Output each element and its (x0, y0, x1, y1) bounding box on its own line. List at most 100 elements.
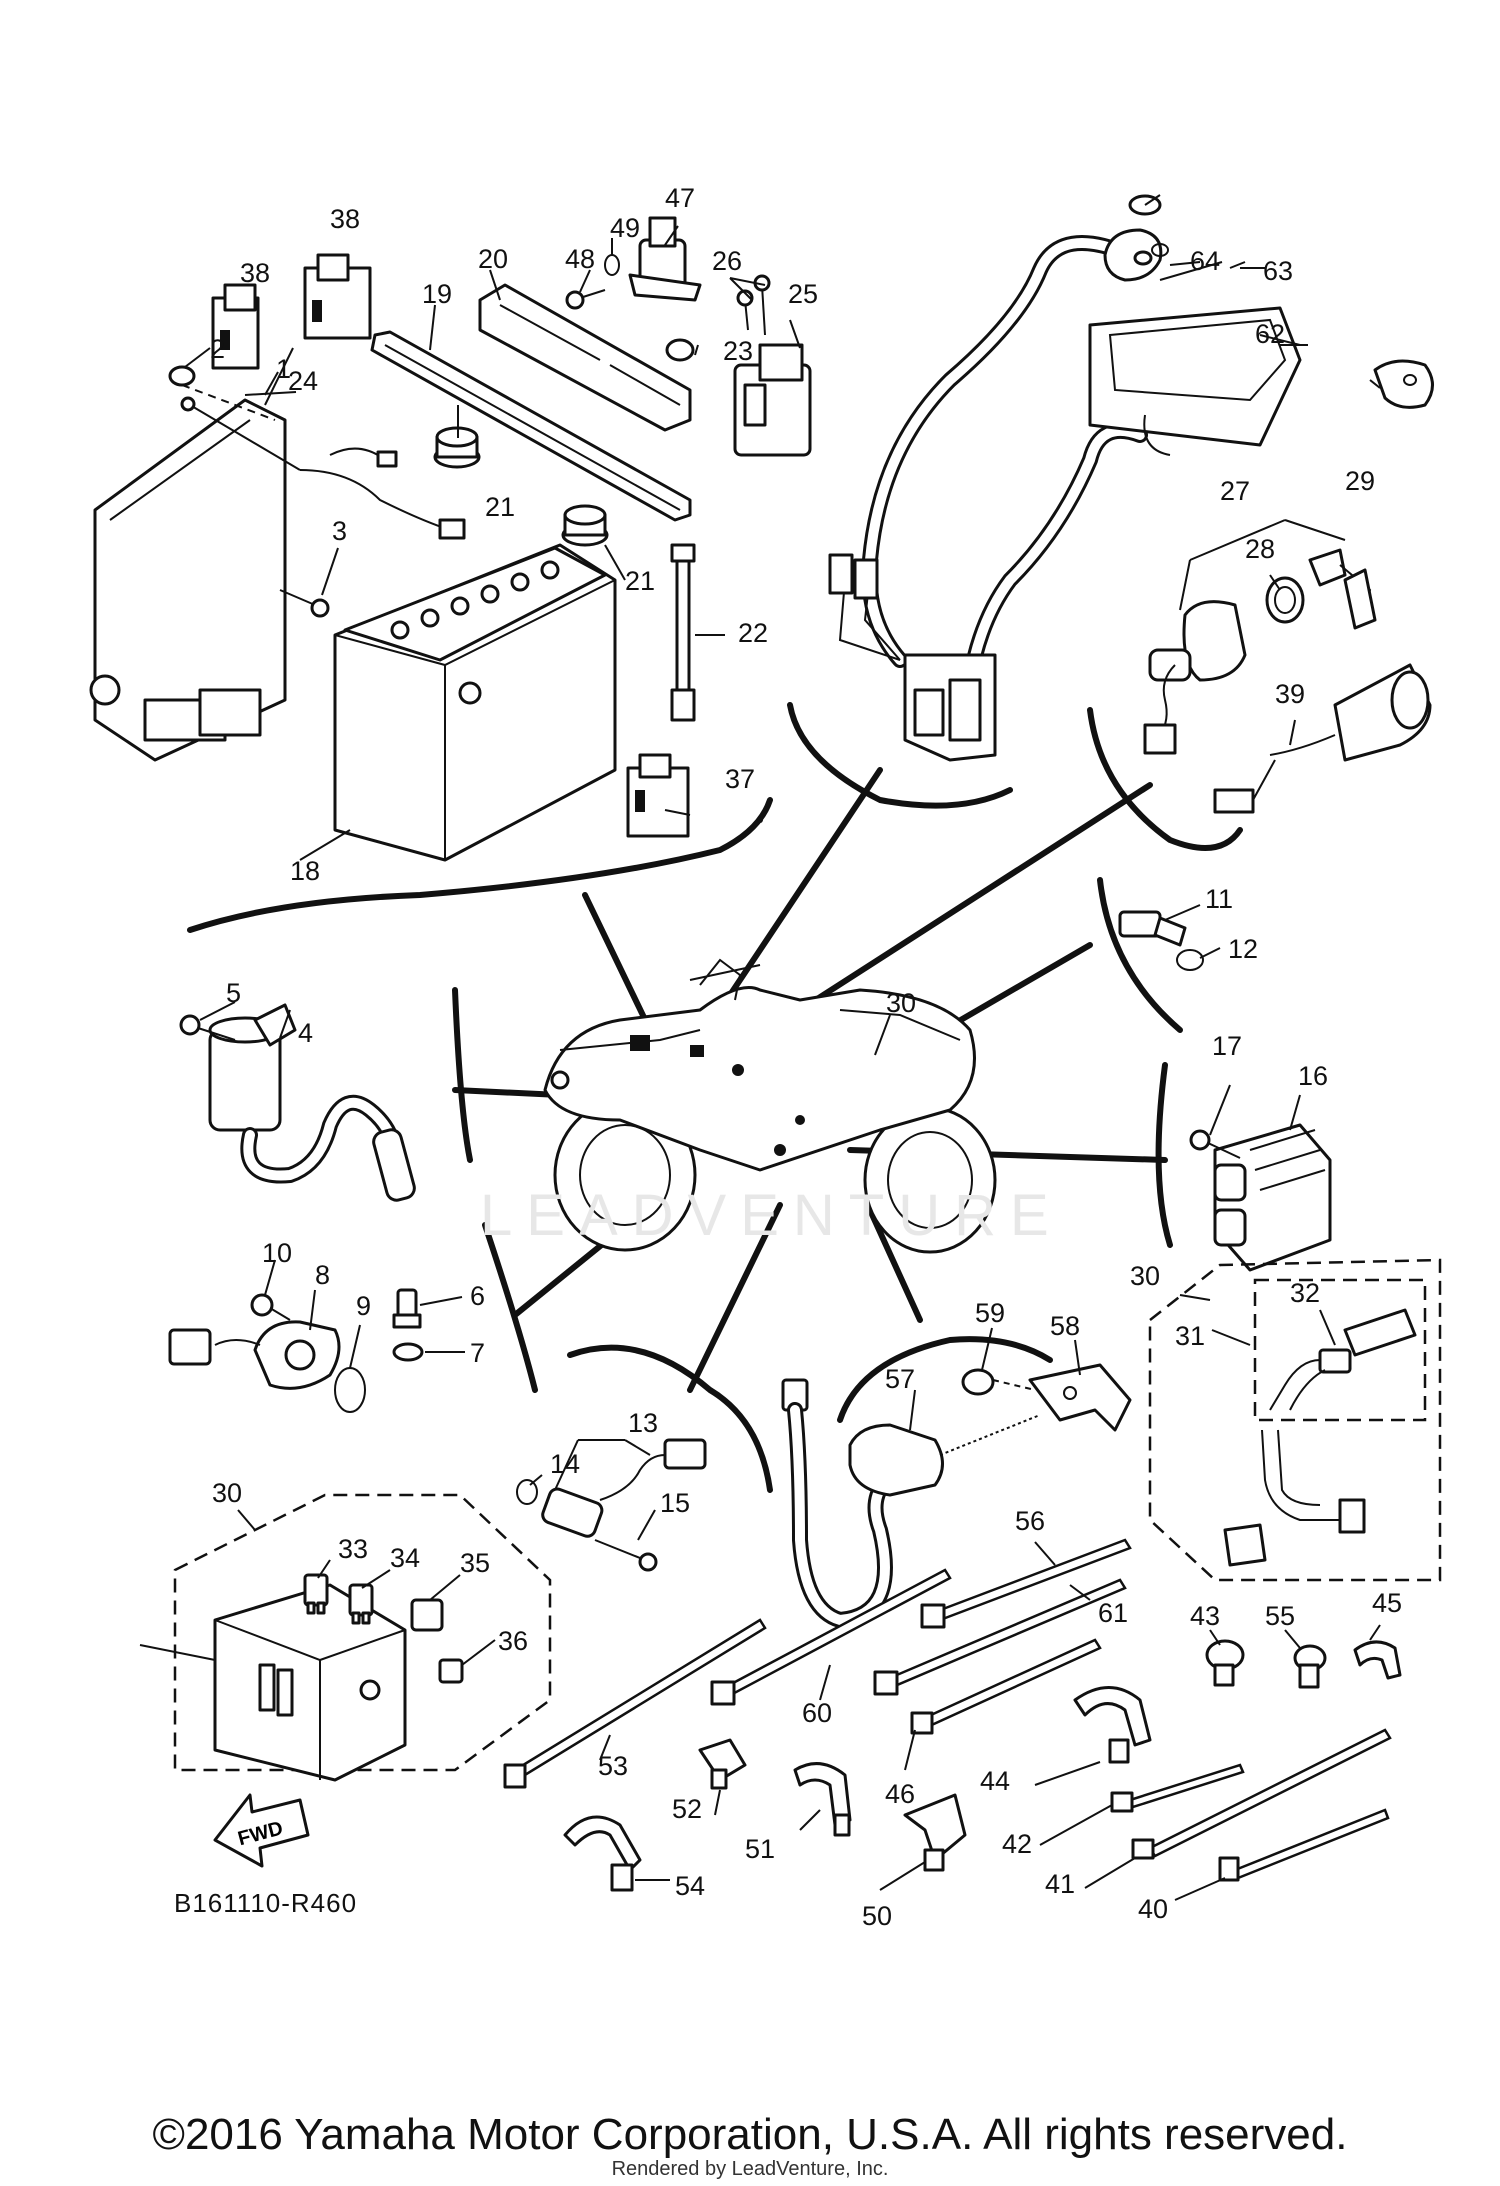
label-23: 23 (723, 336, 753, 366)
label-64: 64 (1190, 246, 1220, 276)
label-46: 46 (885, 1779, 915, 1809)
harness-57 (781, 1378, 1041, 1629)
damper-21b (561, 504, 609, 547)
label-20: 20 (478, 244, 508, 274)
sensor-11 (1118, 910, 1187, 947)
key-29a (1373, 359, 1434, 409)
label-22: 22 (738, 618, 768, 648)
clamp-54 (563, 1815, 642, 1892)
grommet-2 (168, 365, 276, 421)
label-30-right: 30 (1130, 1261, 1160, 1291)
rendered-by-notice: Rendered by LeadVenture, Inc. (611, 2158, 889, 2180)
label-49: 49 (610, 213, 640, 243)
speed-sensor-13 (541, 1438, 707, 1538)
ignition-coil-4 (208, 1003, 416, 1202)
nut-28 (1265, 576, 1305, 624)
rectifier-16 (1213, 1123, 1332, 1272)
label-38-left: 38 (240, 258, 270, 288)
starter-relay-25 (733, 343, 812, 457)
label-51: 51 (745, 1834, 775, 1864)
bolts-26 (736, 274, 771, 336)
label-10: 10 (262, 1238, 292, 1268)
label-39: 39 (1275, 679, 1305, 709)
oring-49 (604, 254, 620, 276)
socket-39 (1213, 663, 1432, 814)
label-4: 4 (298, 1018, 313, 1048)
switch-6 (392, 1288, 422, 1329)
label-48: 48 (565, 244, 595, 274)
tie-53 (503, 1618, 767, 1789)
relay-37 (626, 753, 690, 838)
relay-38b (303, 253, 372, 340)
screw-10 (250, 1293, 291, 1321)
clamp-51 (793, 1762, 852, 1837)
tie-41 (1131, 1728, 1392, 1860)
label-12: 12 (1228, 934, 1258, 964)
sensor-47 (628, 216, 702, 302)
fuse-34 (348, 1583, 374, 1625)
label-29: 29 (1345, 466, 1375, 496)
label-14: 14 (550, 1449, 580, 1479)
label-21a: 21 (485, 492, 515, 522)
fwd-arrow (213, 1793, 310, 1868)
label-16: 16 (1298, 1061, 1328, 1091)
label-5: 5 (226, 978, 241, 1008)
label-61: 61 (1098, 1598, 1128, 1628)
label-50: 50 (862, 1901, 892, 1931)
label-11: 11 (1205, 884, 1233, 914)
tie-40 (1218, 1808, 1390, 1882)
clamp-55 (1293, 1644, 1327, 1689)
label-53: 53 (598, 1751, 628, 1781)
clamp-44 (1073, 1686, 1152, 1764)
label-15: 15 (660, 1488, 690, 1518)
label-24: 24 (288, 366, 318, 396)
gasket-7 (392, 1342, 424, 1362)
label-60: 60 (802, 1698, 832, 1728)
label-43: 43 (1190, 1601, 1220, 1631)
nut-23 (665, 338, 695, 362)
label-8: 8 (315, 1260, 330, 1290)
label-6: 6 (470, 1281, 485, 1311)
label-57: 57 (885, 1364, 915, 1394)
tie-61 (873, 1578, 1127, 1696)
label-17: 17 (1212, 1031, 1242, 1061)
label-21b: 21 (625, 566, 655, 596)
meter-62 (1088, 306, 1302, 456)
label-63: 63 (1263, 256, 1293, 286)
tie-60 (710, 1568, 952, 1706)
bolt-5 (179, 1014, 236, 1041)
bracket-58 (1028, 1363, 1132, 1432)
battery-cover-20 (478, 283, 692, 432)
label-13: 13 (628, 1408, 658, 1438)
tie-46 (910, 1638, 1102, 1735)
wire-harness-main (828, 235, 1148, 762)
label-18: 18 (290, 856, 320, 886)
harness-group-30-right (1148, 1258, 1442, 1582)
main-switch-27 (1143, 600, 1247, 755)
label-41: 41 (1045, 1869, 1075, 1899)
leader-lines (184, 194, 1381, 1901)
oring-9 (334, 1367, 366, 1413)
fuse-box-group-30 (139, 1493, 552, 1782)
oring-14 (516, 1479, 538, 1505)
label-47: 47 (665, 183, 695, 213)
fuse-36 (438, 1658, 464, 1684)
copyright-notice: ©2016 Yamaha Motor Corporation, U.S.A. A… (152, 2110, 1348, 2159)
nut-59 (961, 1368, 1036, 1396)
label-42: 42 (1002, 1829, 1032, 1859)
label-19: 19 (422, 279, 452, 309)
battery-18 (333, 543, 617, 862)
tie-42 (1110, 1763, 1245, 1813)
label-28: 28 (1245, 534, 1275, 564)
diagram-code: B161110-R460 (174, 1888, 358, 1918)
label-34: 34 (390, 1543, 420, 1573)
label-30-top: 30 (886, 988, 916, 1018)
sensor-8 (168, 1320, 341, 1390)
label-25: 25 (788, 279, 818, 309)
battery-cable-24 (180, 396, 466, 540)
label-26: 26 (712, 246, 742, 276)
clamp-50 (903, 1793, 967, 1872)
label-31: 31 (1175, 1321, 1205, 1351)
bolt-22 (670, 543, 696, 722)
